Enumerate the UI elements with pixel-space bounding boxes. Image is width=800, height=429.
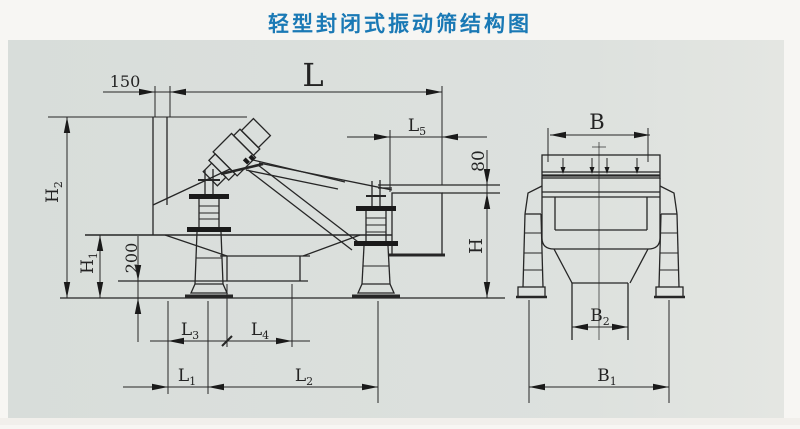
label-H2: H2 (43, 181, 65, 203)
body-bottom (541, 237, 661, 250)
label-B1: B1 (597, 366, 617, 388)
dimension-H1 (96, 235, 104, 298)
dimension-L3-L4 (150, 284, 310, 394)
motor-mount (220, 162, 264, 176)
label-H1: H1 (78, 252, 100, 274)
front-view (516, 142, 685, 340)
label-L3: L3 (181, 320, 199, 342)
dimension-200 (134, 236, 142, 342)
label-L1: L1 (178, 366, 196, 388)
label-150: 150 (110, 72, 141, 91)
vibration-motor (202, 117, 272, 187)
label-80: 80 (469, 150, 489, 172)
dimension-B2 (572, 323, 628, 331)
left-spring-support (185, 169, 233, 298)
label-L2: L2 (295, 366, 313, 388)
cover (541, 154, 661, 179)
dimension-B1 (528, 300, 670, 403)
label-L5: L5 (408, 116, 426, 138)
dimension-labels: 150 L L5 80 H H2 H1 200 L3 L4 L1 L2 B B2… (43, 56, 617, 388)
page-title: 轻型封闭式振动筛结构图 (268, 12, 532, 36)
cover-clamps (560, 158, 640, 174)
label-L4: L4 (251, 320, 269, 342)
label-H: H (466, 238, 487, 254)
dimension-80-and-H (483, 150, 491, 298)
drawing-panel (8, 40, 784, 418)
front-left-leg (516, 185, 547, 299)
dimension-H2 (48, 116, 247, 298)
dimension-L5 (347, 130, 487, 192)
page-bottom-strip (0, 418, 800, 425)
dimension-L1-L2 (123, 301, 379, 403)
label-B: B (589, 110, 604, 134)
body-left-slope (152, 168, 231, 206)
body-right-slope (258, 162, 393, 191)
dimensions (48, 86, 670, 403)
label-B2: B2 (590, 306, 610, 328)
label-L: L (302, 56, 323, 94)
right-spring-support (352, 180, 400, 298)
front-right-leg (654, 185, 685, 299)
label-200: 200 (122, 243, 141, 274)
side-view (60, 117, 505, 299)
dimension-B (547, 128, 650, 162)
dimension-150-and-L (103, 86, 443, 185)
